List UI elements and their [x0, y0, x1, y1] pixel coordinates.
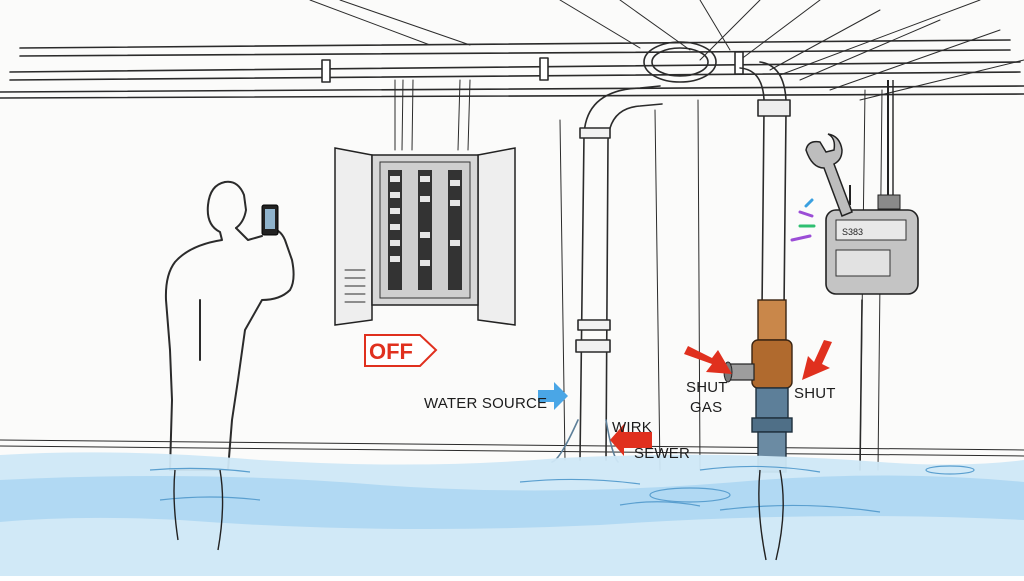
wrench-icon: [805, 133, 853, 217]
off-label: OFF: [369, 339, 413, 364]
arrow-icon: [538, 382, 568, 410]
wirk-label: WIRK: [612, 419, 652, 436]
shut-gas-label-line1: SHUT: [686, 379, 728, 396]
shut-gas-label-line2: GAS: [690, 399, 722, 416]
sewer-label: SEWER: [634, 445, 690, 462]
support-post: [859, 299, 863, 471]
arrow-icon: [802, 340, 832, 380]
arrow-icon: [684, 346, 732, 374]
water-source-label: WATER SOURCE: [424, 395, 547, 412]
meter-plate-label: S383: [842, 227, 863, 237]
off-label-group: OFF: [364, 334, 438, 367]
pipe-loop: [643, 41, 717, 83]
supply-pipe: [739, 61, 791, 311]
meter-sparkles: [790, 198, 816, 242]
main-shutoff-valve: [723, 299, 793, 473]
off-tag-shape: [364, 334, 438, 367]
electrical-panel: [334, 79, 516, 326]
arrow-icon: [610, 424, 652, 456]
ceiling-pipes: [0, 39, 1024, 99]
drain-pipe: [551, 85, 663, 463]
gas-meter: S383: [825, 80, 919, 295]
flood-water: [0, 452, 1024, 576]
person-figure: [164, 180, 295, 471]
shut-label: SHUT: [794, 385, 836, 402]
phone-icon: [261, 204, 279, 236]
